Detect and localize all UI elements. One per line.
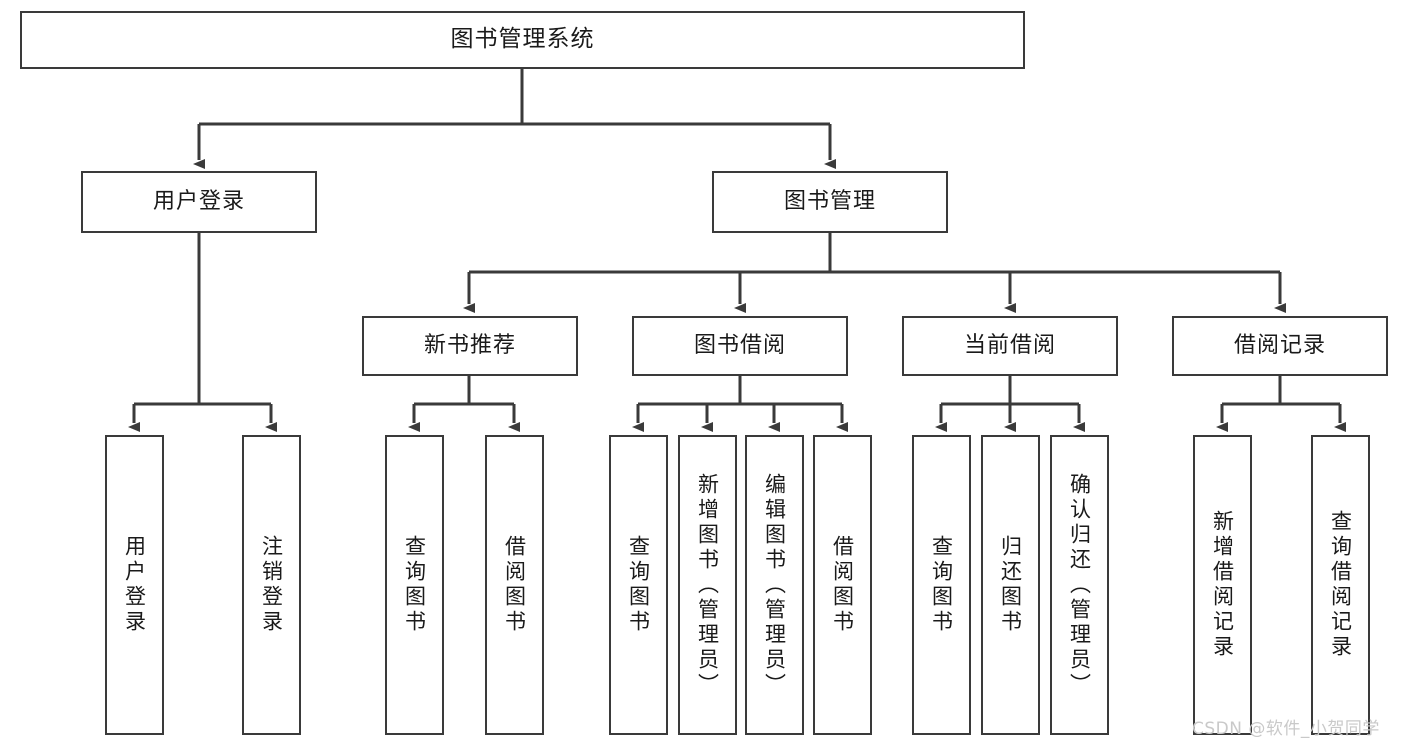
node-label: 归还图书 (998, 535, 1023, 635)
node-label: 编辑图书（管理员） (762, 472, 787, 698)
node-book-management[interactable]: 图书管理 (712, 171, 948, 233)
leaf-borrow-borrow-book[interactable]: 借阅图书 (813, 435, 872, 735)
node-label: 用户登录 (122, 535, 147, 635)
node-label: 查询图书 (402, 535, 427, 635)
leaf-new-book-borrow[interactable]: 借阅图书 (485, 435, 544, 735)
leaf-borrow-add-book[interactable]: 新增图书（管理员） (678, 435, 737, 735)
leaf-user-login-logout[interactable]: 注销登录 (242, 435, 301, 735)
watermark: CSDN @软件_小贺同学 (1192, 719, 1380, 739)
node-label: 当前借阅 (963, 332, 1056, 358)
leaf-current-query-book[interactable]: 查询图书 (912, 435, 971, 735)
leaf-current-confirm-return[interactable]: 确认归还（管理员） (1050, 435, 1109, 735)
node-current-borrow[interactable]: 当前借阅 (902, 316, 1118, 376)
node-book-borrow[interactable]: 图书借阅 (632, 316, 848, 376)
node-label: 查询图书 (626, 535, 651, 635)
node-label: 借阅图书 (830, 535, 855, 635)
node-label: 查询借阅记录 (1328, 510, 1353, 660)
node-label: 借阅图书 (502, 535, 527, 635)
leaf-current-return-book[interactable]: 归还图书 (981, 435, 1040, 735)
node-borrow-records[interactable]: 借阅记录 (1172, 316, 1388, 376)
node-label: 图书管理 (783, 188, 876, 214)
node-label: 新增借阅记录 (1210, 510, 1235, 660)
leaf-records-query-record[interactable]: 查询借阅记录 (1311, 435, 1370, 735)
node-root-system[interactable]: 图书管理系统 (20, 11, 1025, 69)
node-label: 图书借阅 (693, 332, 786, 358)
node-label: 新书推荐 (423, 332, 516, 358)
leaf-records-add-record[interactable]: 新增借阅记录 (1193, 435, 1252, 735)
node-label: 借阅记录 (1233, 332, 1326, 358)
node-new-book-recommend[interactable]: 新书推荐 (362, 316, 578, 376)
leaf-new-book-query[interactable]: 查询图书 (385, 435, 444, 735)
node-user-login[interactable]: 用户登录 (81, 171, 317, 233)
leaf-user-login-login[interactable]: 用户登录 (105, 435, 164, 735)
node-label: 图书管理系统 (450, 26, 595, 53)
leaf-borrow-edit-book[interactable]: 编辑图书（管理员） (745, 435, 804, 735)
node-label: 确认归还（管理员） (1067, 472, 1092, 698)
node-label: 用户登录 (152, 188, 245, 214)
node-label: 注销登录 (259, 535, 284, 635)
node-label: 查询图书 (929, 535, 954, 635)
node-label: 新增图书（管理员） (695, 472, 720, 698)
leaf-borrow-query-book[interactable]: 查询图书 (609, 435, 668, 735)
